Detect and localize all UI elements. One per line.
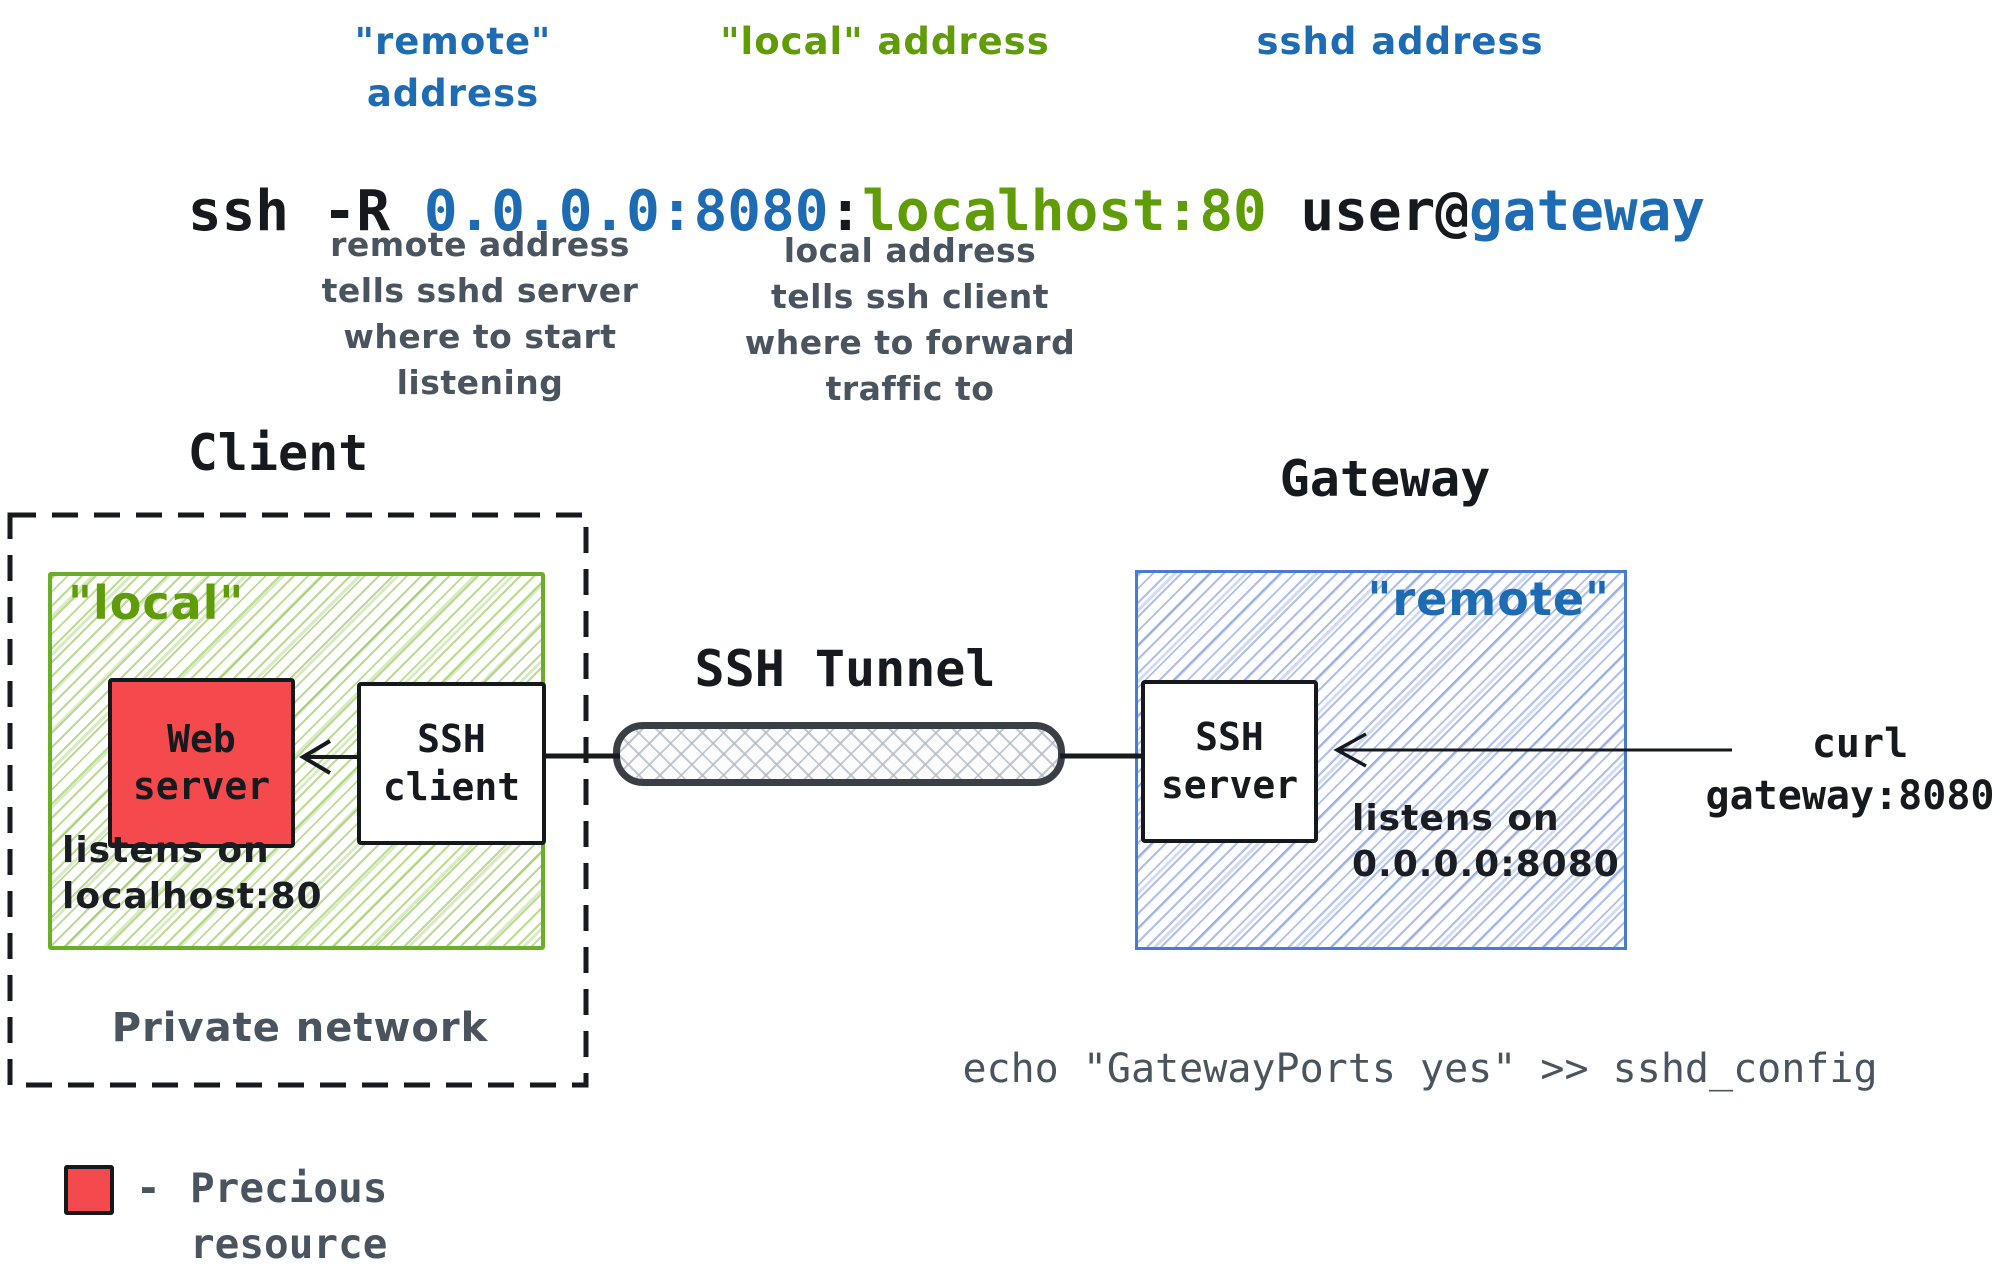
note-line: local address [783, 231, 1037, 270]
gateway-title: Gateway [1279, 450, 1491, 508]
ssh-command-host: gateway [1469, 179, 1706, 244]
ssh-client-node: SSH client [357, 682, 546, 845]
listens-line: listens on [1352, 798, 1560, 839]
ssh-command-local-address: localhost:80 [862, 179, 1267, 244]
remote-zone-label: "remote" [1367, 572, 1610, 626]
ssh-command-user: user@ [1266, 179, 1470, 244]
sshd-config-command: echo "GatewayPorts yes" >> sshd_config [962, 1046, 1878, 1092]
ssh-client-label: SSH client [382, 717, 521, 809]
remote-address-note: remote address tells sshd server where t… [290, 222, 670, 406]
listens-line: localhost:80 [62, 876, 323, 917]
legend-label: Precious resource [190, 1160, 387, 1266]
ssh-server-listens-note: listens on 0.0.0.0:8080 [1352, 796, 1620, 888]
note-line: where to start [343, 317, 617, 356]
ssh-server-label: SSH server [1160, 715, 1299, 807]
note-line: remote address [330, 225, 630, 264]
ssh-tunnel-title: SSH Tunnel [694, 640, 996, 698]
web-server-listens-note: listens on localhost:80 [62, 828, 323, 920]
web-server-label: Web server [132, 716, 271, 809]
local-zone-label: "local" [68, 576, 245, 630]
web-server-node: Web server [108, 678, 295, 848]
local-address-note: local address tells ssh client where to … [715, 228, 1105, 412]
note-line: where to forward [744, 323, 1076, 362]
legend-label-line: Precious [190, 1164, 388, 1212]
listens-line: listens on [62, 830, 270, 871]
private-network-caption: Private network [111, 1005, 489, 1051]
listens-line: 0.0.0.0:8080 [1352, 844, 1620, 885]
ssh-command-remote-address: 0.0.0.0:8080 [423, 179, 829, 244]
ssh-tunnel-pipe [613, 722, 1065, 786]
legend-dash: - [136, 1164, 161, 1212]
note-line: traffic to [825, 369, 995, 408]
precious-resource-swatch [64, 1165, 114, 1215]
remote-address-annotation: "remote" address [354, 20, 552, 115]
ssh-command: ssh -R 0.0.0.0:8080:localhost:80 user@ga… [53, 114, 1705, 309]
curl-command-line1: curl [1811, 721, 1909, 767]
ssh-server-node: SSH server [1141, 680, 1318, 843]
note-line: listening [396, 363, 564, 402]
note-line: tells ssh client [770, 277, 1049, 316]
sshd-address-annotation: sshd address [1256, 20, 1544, 63]
client-title: Client [187, 424, 369, 482]
ssh-command-prefix: ssh -R [187, 179, 424, 244]
ssh-command-separator: : [828, 179, 863, 244]
note-line: tells sshd server [321, 271, 639, 310]
legend-label-line: resource [190, 1220, 388, 1266]
curl-command-line2: gateway:8080 [1705, 773, 1995, 819]
local-address-annotation: "local" address [720, 20, 1050, 63]
